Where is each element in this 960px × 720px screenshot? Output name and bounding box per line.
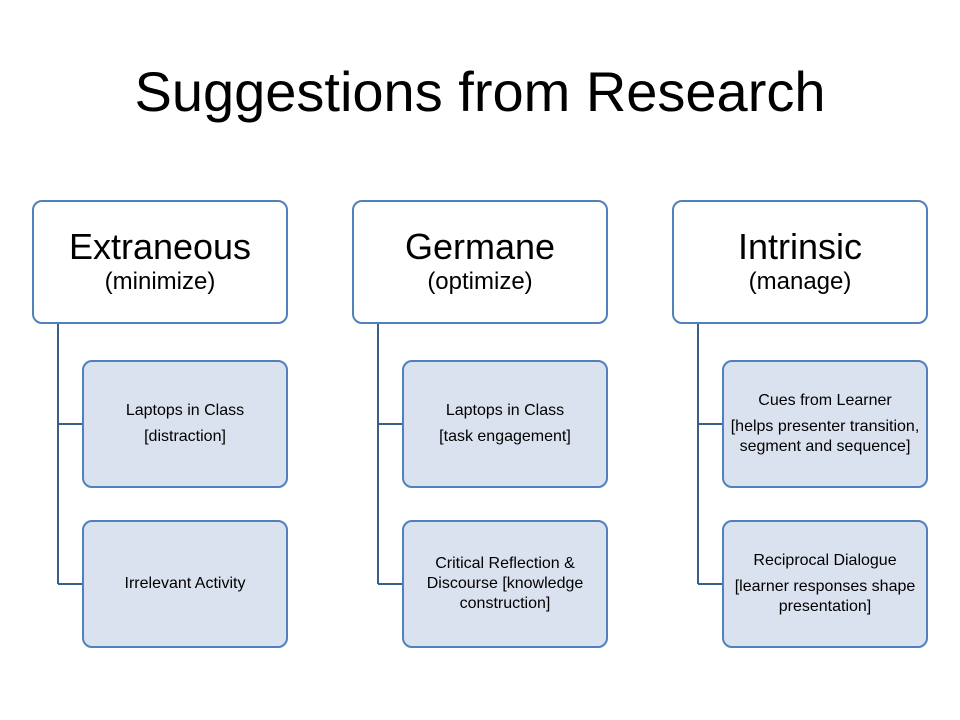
item-text: Irrelevant Activity bbox=[124, 575, 246, 592]
slide-title: Suggestions from Research bbox=[134, 60, 826, 123]
column-germane: Germane (optimize) Laptops in Class [tas… bbox=[352, 200, 612, 660]
tree-connector bbox=[57, 324, 82, 585]
header-box-germane: Germane (optimize) bbox=[352, 200, 608, 324]
header-subtitle: (manage) bbox=[748, 268, 852, 295]
tree-connector bbox=[377, 324, 402, 585]
column-intrinsic: Intrinsic (manage) Cues from Learner [he… bbox=[672, 200, 932, 660]
header-box-extraneous: Extraneous (minimize) bbox=[32, 200, 288, 324]
item-text: Laptops in Class bbox=[125, 402, 245, 419]
header-box-intrinsic: Intrinsic (manage) bbox=[672, 200, 928, 324]
item-text: [distraction] bbox=[144, 428, 226, 445]
column-extraneous: Extraneous (minimize) Laptops in Class [… bbox=[32, 200, 292, 660]
item-text: Critical Reflection & Discourse [knowled… bbox=[426, 555, 584, 612]
header-title: Extraneous bbox=[68, 226, 252, 267]
item-box-reciprocal-dialogue: Reciprocal Dialogue [learner responses s… bbox=[722, 520, 928, 648]
tree-connector bbox=[697, 324, 722, 585]
header-title: Intrinsic bbox=[737, 226, 863, 267]
item-box-laptops-distraction: Laptops in Class [distraction] bbox=[82, 360, 288, 488]
item-box-cues-from-learner: Cues from Learner [helps presenter trans… bbox=[722, 360, 928, 488]
item-text: [task engagement] bbox=[439, 428, 571, 445]
header-subtitle: (optimize) bbox=[427, 268, 533, 295]
item-box-laptops-engagement: Laptops in Class [task engagement] bbox=[402, 360, 608, 488]
header-subtitle: (minimize) bbox=[104, 268, 216, 295]
item-box-irrelevant-activity: Irrelevant Activity bbox=[82, 520, 288, 648]
item-text: [helps presenter transition, segment and… bbox=[730, 418, 920, 455]
item-text: [learner responses shape presentation] bbox=[734, 578, 916, 615]
item-text: Cues from Learner bbox=[758, 392, 892, 409]
header-title: Germane bbox=[404, 226, 556, 267]
item-text: Laptops in Class bbox=[445, 402, 565, 419]
item-text: Reciprocal Dialogue bbox=[753, 552, 897, 569]
item-box-critical-reflection: Critical Reflection & Discourse [knowled… bbox=[402, 520, 608, 648]
